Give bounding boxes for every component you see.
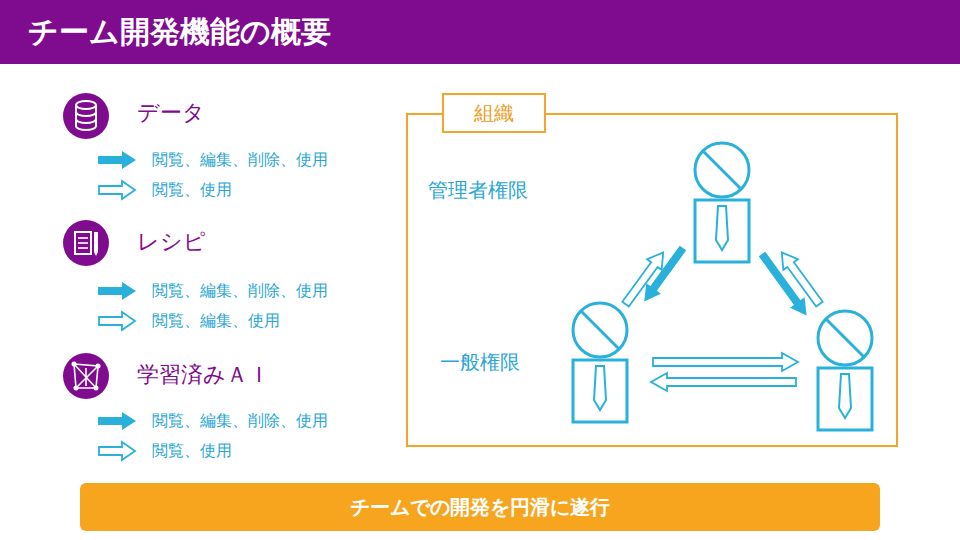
role-label: 一般権限 — [440, 350, 520, 374]
full-access-arrow — [98, 282, 136, 300]
permission-text: 閲覧、使用 — [152, 180, 232, 199]
member-person — [818, 311, 872, 430]
permission-text: 閲覧、使用 — [152, 441, 232, 460]
full-access-arrow — [98, 151, 136, 169]
slide-title: チーム開発機能の概要 — [28, 12, 331, 52]
summary-band: チームでの開発を円滑に遂行 — [80, 483, 880, 531]
ai-icon — [63, 353, 109, 399]
data-icon — [63, 93, 109, 139]
title-band — [0, 0, 960, 64]
permission-text: 閲覧、編集、削除、使用 — [152, 150, 328, 169]
permission-arrows — [618, 243, 826, 391]
section-heading: 学習済みＡＩ — [137, 362, 270, 388]
limited-access-arrow — [99, 312, 135, 330]
admin-person — [695, 143, 749, 262]
band-text: チームでの開発を円滑に遂行 — [350, 495, 610, 519]
section-heading: レシピ — [137, 229, 206, 255]
permission-text: 閲覧、編集、削除、使用 — [152, 281, 328, 300]
organization-frame: 組織 — [406, 113, 898, 447]
full-access-arrow — [98, 412, 136, 430]
recipe-icon — [63, 220, 109, 266]
role-label: 管理者権限 — [428, 178, 528, 202]
limited-access-arrow — [99, 181, 135, 199]
frame-tab-label: 組織 — [442, 93, 546, 133]
section-heading: データ — [137, 100, 205, 126]
permission-text: 閲覧、編集、使用 — [152, 311, 280, 330]
limited-access-arrow — [99, 442, 135, 460]
member-person — [573, 303, 627, 422]
permission-text: 閲覧、編集、削除、使用 — [152, 411, 328, 430]
